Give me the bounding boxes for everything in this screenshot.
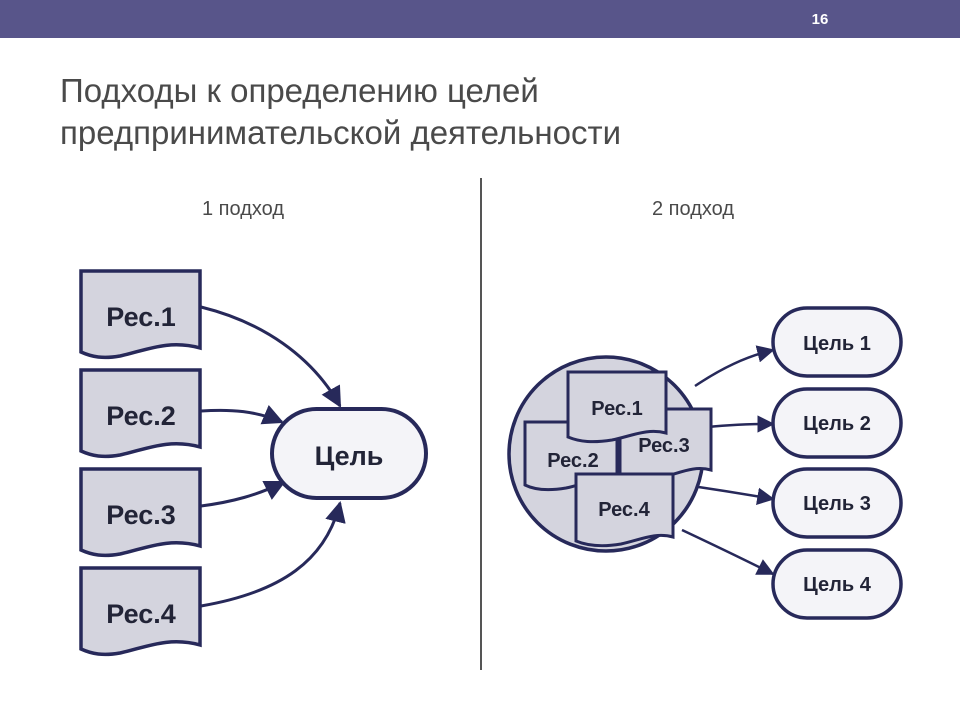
a1-resource-2: Рес.2 [79,368,202,459]
approach-1-label: 1 подход [202,198,284,220]
a1-resource-2-label: Рес.2 [106,401,176,431]
a2-goal-4-label: Цель 4 [803,574,872,596]
a1-resource-4: Рес.4 [79,566,202,657]
a1-resource-4-label: Рес.4 [106,599,176,629]
approach-2-label: 2 подход [652,198,734,220]
page-number: 16 [811,11,829,28]
top-bar [0,0,960,38]
a1-resource-1-label: Рес.1 [106,302,176,332]
a2-resource-4: Рес.4 [574,472,675,548]
a2-resource-1-label: Рес.1 [591,398,643,420]
a2-resource-4-label: Рес.4 [598,499,650,521]
a2-goal-node-3: Цель 3 [771,467,903,539]
a1-goal-label: Цель [315,441,384,471]
a2-arrow-3 [691,484,775,505]
title-line-2: предпринимательской деятельности [60,114,621,151]
a1-arrow-4 [200,500,346,608]
a2-goal-node-1: Цель 1 [771,306,903,378]
a1-goal-node: Цель [270,407,428,500]
a1-arrow-3 [200,480,286,508]
a2-resource-1: Рес.1 [566,370,668,444]
approach-2-group: Рес.2 Рес.3 Рес.1 Рес.4 Цель 1 Цель 2 Це… [507,306,903,620]
a1-resource-3-label: Рес.3 [106,500,176,530]
a1-arrow-2 [200,404,284,425]
a2-resource-3-label: Рес.3 [638,435,690,457]
a1-resource-1: Рес.1 [79,269,202,360]
a2-goal-node-2: Цель 2 [771,387,903,459]
a2-arrow-4 [681,528,775,576]
a2-goal-node-4: Цель 4 [771,548,903,620]
a2-resource-2-label: Рес.2 [547,450,599,472]
a2-goal-2-label: Цель 2 [803,413,871,435]
a2-arrow-1 [694,345,775,388]
a2-goal-1-label: Цель 1 [803,333,871,355]
a1-resource-3: Рес.3 [79,467,202,558]
a2-goal-3-label: Цель 3 [803,493,871,515]
title-line-1: Подходы к определению целей [60,72,539,109]
slide-title: Подходы к определению целей предпринимат… [60,70,920,154]
a1-arrow-1 [200,305,342,408]
approach-1-group: Рес.1 Рес.2 Рес.3 Рес.4 Цель [79,269,428,657]
